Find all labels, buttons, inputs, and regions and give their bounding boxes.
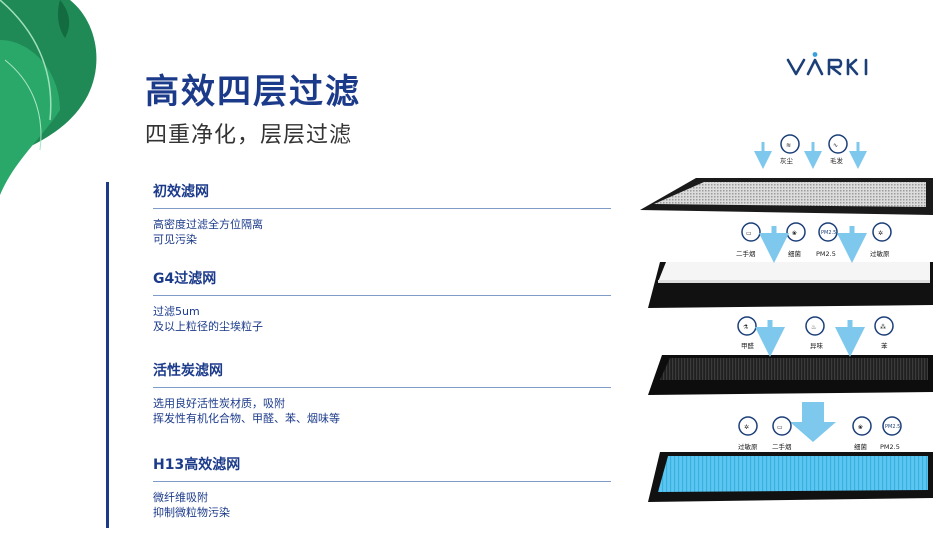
layer3-icons: ⚗ ♨ ⁂ 甲醛 异味 苯 bbox=[737, 316, 894, 350]
page-subtitle: 四重净化，层层过滤 bbox=[145, 123, 353, 148]
label-benzene: 苯 bbox=[881, 341, 888, 350]
hair-icon bbox=[828, 134, 848, 154]
pm25-icon bbox=[818, 222, 838, 242]
filter-item-g4: G4过滤网 过滤5um 及以上粒径的尘埃粒子 bbox=[153, 268, 611, 334]
varki-logo bbox=[786, 52, 868, 76]
smoke-icon bbox=[741, 222, 761, 242]
arrows-layer1 bbox=[754, 142, 867, 169]
label-bacteria: 细菌 bbox=[854, 442, 868, 451]
page-title: 高效四层过滤 bbox=[145, 72, 361, 112]
filter-desc: 高密度过滤全方位隔离 可见污染 bbox=[153, 217, 611, 247]
label-hair: 毛发 bbox=[830, 156, 844, 165]
filter-name: 活性炭滤网 bbox=[153, 360, 611, 388]
diagram-layer-2 bbox=[648, 262, 933, 308]
layer2-icons: ▭ ❀ PM2.5 ✲ 二手烟 细菌 PM2.5 过敏原 bbox=[736, 222, 892, 258]
filter-item-primary: 初效滤网 高密度过滤全方位隔离 可见污染 bbox=[153, 181, 611, 247]
layer4-icons: ✲ ▭ ❀ PM2.5 过敏原 二手烟 细菌 PM2.5 bbox=[738, 416, 902, 451]
filter-stack-diagram: ≋ ∿ 灰尘 毛发 ▭ ❀ PM2.5 ✲ 二手烟 细菌 PM2.5 过敏原 bbox=[640, 134, 933, 502]
svg-text:⚗: ⚗ bbox=[743, 324, 749, 331]
big-down-arrow bbox=[790, 402, 836, 442]
arrows-layer2 bbox=[759, 226, 867, 263]
label-smoke: 二手烟 bbox=[736, 249, 756, 258]
filter-desc: 微纤维吸附 抑制微粒物污染 bbox=[153, 490, 611, 520]
filter-name: H13高效滤网 bbox=[153, 454, 611, 482]
filter-name: 初效滤网 bbox=[153, 181, 611, 209]
filter-name: G4过滤网 bbox=[153, 268, 611, 296]
label-allergen: 过敏原 bbox=[738, 442, 758, 451]
svg-text:⁂: ⁂ bbox=[880, 324, 886, 331]
svg-text:▭: ▭ bbox=[746, 230, 752, 237]
pm25-badge: PM2.5 bbox=[821, 230, 836, 236]
filter-desc-line: 可见污染 bbox=[153, 233, 197, 246]
filter-desc-line: 高密度过滤全方位隔离 bbox=[153, 218, 263, 231]
svg-text:✲: ✲ bbox=[878, 230, 883, 237]
filter-desc-line: 抑制微粒物污染 bbox=[153, 506, 230, 519]
benzene-icon bbox=[874, 316, 894, 336]
filter-desc-line: 挥发性有机化合物、甲醛、苯、烟味等 bbox=[153, 412, 340, 425]
pm25-badge: PM2.5 bbox=[885, 424, 900, 430]
label-pm25: PM2.5 bbox=[816, 250, 836, 258]
odor-icon bbox=[805, 316, 825, 336]
label-pm25: PM2.5 bbox=[880, 443, 900, 451]
diagram-layer-1 bbox=[640, 178, 933, 215]
filter-desc-line: 选用良好活性炭材质，吸附 bbox=[153, 397, 285, 410]
svg-text:▭: ▭ bbox=[777, 424, 783, 431]
filter-desc: 选用良好活性炭材质，吸附 挥发性有机化合物、甲醛、苯、烟味等 bbox=[153, 396, 611, 426]
filter-desc-line: 过滤5um bbox=[153, 305, 200, 318]
filter-desc-line: 及以上粒径的尘埃粒子 bbox=[153, 320, 263, 333]
svg-text:✲: ✲ bbox=[744, 424, 749, 431]
diagram-layer-3 bbox=[648, 355, 933, 395]
bacteria-icon bbox=[786, 222, 806, 242]
dust-icon bbox=[780, 134, 800, 154]
svg-text:♨: ♨ bbox=[811, 324, 816, 331]
leaf-decoration bbox=[0, 0, 97, 195]
filter-item-h13: H13高效滤网 微纤维吸附 抑制微粒物污染 bbox=[153, 454, 611, 520]
filter-desc: 过滤5um 及以上粒径的尘埃粒子 bbox=[153, 304, 611, 334]
filter-item-carbon: 活性炭滤网 选用良好活性炭材质，吸附 挥发性有机化合物、甲醛、苯、烟味等 bbox=[153, 360, 611, 426]
label-smoke: 二手烟 bbox=[772, 442, 792, 451]
label-odor: 异味 bbox=[810, 341, 824, 350]
allergen-icon bbox=[738, 416, 758, 436]
svg-text:❀: ❀ bbox=[858, 424, 863, 431]
label-dust: 灰尘 bbox=[780, 156, 794, 165]
label-allergen: 过敏原 bbox=[870, 249, 890, 258]
pm25-icon bbox=[882, 416, 902, 436]
filter-desc-line: 微纤维吸附 bbox=[153, 491, 208, 504]
formaldehyde-icon bbox=[737, 316, 757, 336]
label-formaldehyde: 甲醛 bbox=[741, 341, 755, 350]
layer1-icons: ≋ ∿ 灰尘 毛发 bbox=[780, 134, 848, 165]
arrows-layer3 bbox=[755, 320, 865, 357]
allergen-icon bbox=[872, 222, 892, 242]
svg-text:≋: ≋ bbox=[786, 142, 791, 149]
svg-text:∿: ∿ bbox=[833, 142, 838, 149]
label-bacteria: 细菌 bbox=[788, 249, 802, 258]
smoke-icon bbox=[772, 416, 792, 436]
svg-text:❀: ❀ bbox=[792, 230, 797, 237]
bacteria-icon bbox=[852, 416, 872, 436]
diagram-layer-4 bbox=[648, 452, 933, 502]
section-divider-line bbox=[106, 182, 109, 528]
